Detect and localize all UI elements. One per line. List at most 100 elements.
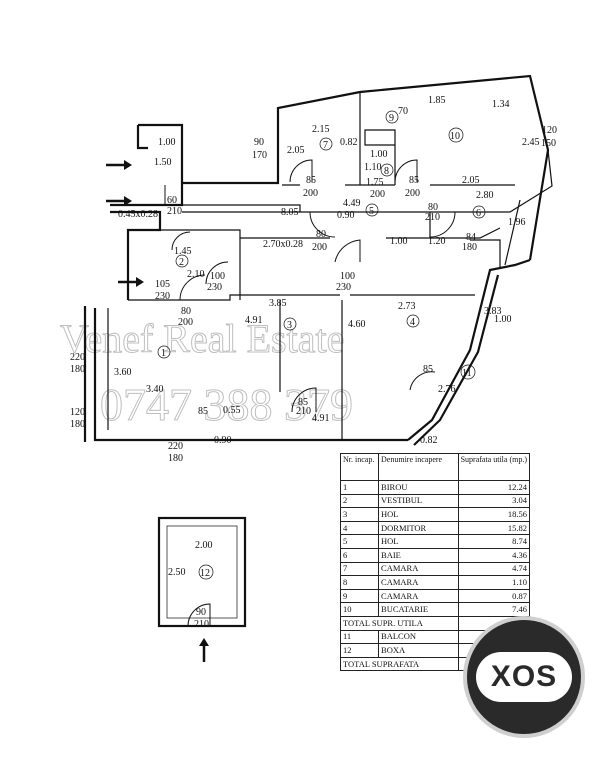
cell-name: DORMITOR [378,520,459,536]
header-area: Suprafata utila (mp.) [457,453,531,481]
dim-label: 230 [336,282,351,293]
cell-nr: 1 [339,480,380,495]
arrow-icon [106,160,132,170]
dim-label: 0.90 [337,210,355,221]
dim-label: 2.05 [462,175,480,186]
entrance-arrows [106,160,209,662]
cell-name: CAMARA [378,588,459,604]
dim-label: 0.82 [340,137,358,148]
dim-label: 1.10 [364,162,382,173]
dim-label: 1.50 [154,157,172,168]
dim-label: 80 [181,306,191,317]
dim-label: 200 [405,188,420,199]
dim-label: 1.34 [492,99,510,110]
dim-label: 4.49 [343,198,361,209]
dim-label: 120 [542,125,557,136]
dim-label: 90 [196,607,206,618]
xos-logo: XOS [476,652,572,702]
storage-box-plan [157,516,247,628]
room-number-3: 3 [287,320,292,331]
dim-label: 2.45 [522,137,540,148]
cell-nr: 9 [339,588,380,604]
dim-label: 180 [168,453,183,464]
dim-label: 230 [207,282,222,293]
dim-label: 1.20 [428,236,446,247]
dim-label: 210 [425,212,440,223]
watermark: Venef Real Estate 0747 388 379 [60,316,354,431]
cell-nr: 4 [339,520,380,536]
cell-nr: 11 [339,629,380,645]
dim-label: 2.10 [187,269,205,280]
dim-label: 80 [428,202,438,213]
dim-label: 2.73 [398,301,416,312]
dim-label: 85 [306,175,316,186]
dim-label: 85 [409,175,419,186]
dim-label: 1.75 [366,177,384,188]
dim-label: 100 [210,271,225,282]
header-nr: Nr. incap. [339,453,380,481]
cell-nr: 10 [339,602,380,617]
dim-label: 2.80 [476,190,494,201]
dim-label: 84 [466,232,476,243]
cell-nr: 6 [339,547,380,563]
dim-label: 4.91 [312,413,330,424]
dim-label: 2.50 [168,567,186,578]
dim-label: 2.76 [438,384,456,395]
dim-label: 210 [194,619,209,630]
dim-label: 230 [155,291,170,302]
dim-label: 220 [70,352,85,363]
dim-label: 1.00 [494,314,512,325]
xos-badge: XOS [463,616,585,738]
walls [83,74,553,446]
dim-label: 1.45 [174,246,192,257]
dim-label: 3.85 [269,298,287,309]
cell-name: VESTIBUL [378,493,459,509]
dim-label: 210 [296,406,311,417]
header-name: Denumire incapere [378,453,459,481]
cell-area: 15.82 [457,520,531,536]
cell-name: HOL [378,534,459,549]
room-number-8: 8 [384,166,389,177]
room-number-2: 2 [179,257,184,268]
cell-area: 4.36 [457,547,531,563]
cell-nr: 2 [339,493,380,509]
cell-name: BOXA [378,643,459,658]
dim-label: 4.60 [348,319,366,330]
cell-area: 0.87 [457,588,531,604]
room-number-10: 10 [450,131,460,142]
room-number-11: 11 [462,368,472,379]
cell-name: BAIE [378,547,459,563]
cell-area: 12.24 [457,480,531,495]
table-header: Nr. incap. Denumire incapere Suprafata u… [339,453,531,481]
dim-label: 2.05 [287,145,305,156]
cell-nr: 7 [339,561,380,577]
cell-nr: 8 [339,575,380,590]
dim-label: 220 [168,441,183,452]
cell-area: 7.46 [457,602,531,617]
dim-label: 1.00 [390,236,408,247]
dim-label: 3.60 [114,367,132,378]
dim-label: 170 [252,150,267,161]
dim-label: 105 [155,279,170,290]
arrow-icon [199,638,209,662]
dim-label: 3.40 [146,384,164,395]
dim-label: 4.91 [245,315,263,326]
cell-area: 18.56 [457,507,531,522]
cell-nr: 5 [339,534,380,549]
dim-label: 60 [167,195,177,206]
cell-name: BALCON [378,629,459,645]
dim-label: 2.00 [195,540,213,551]
dim-label: 85 [298,397,308,408]
dim-label: 210 [167,206,182,217]
dim-label: 2.70x0.28 [263,239,303,250]
doors [155,159,456,413]
dim-label: 80 [316,229,326,240]
dim-label: 70 [398,106,408,117]
dim-label: 200 [178,317,193,328]
